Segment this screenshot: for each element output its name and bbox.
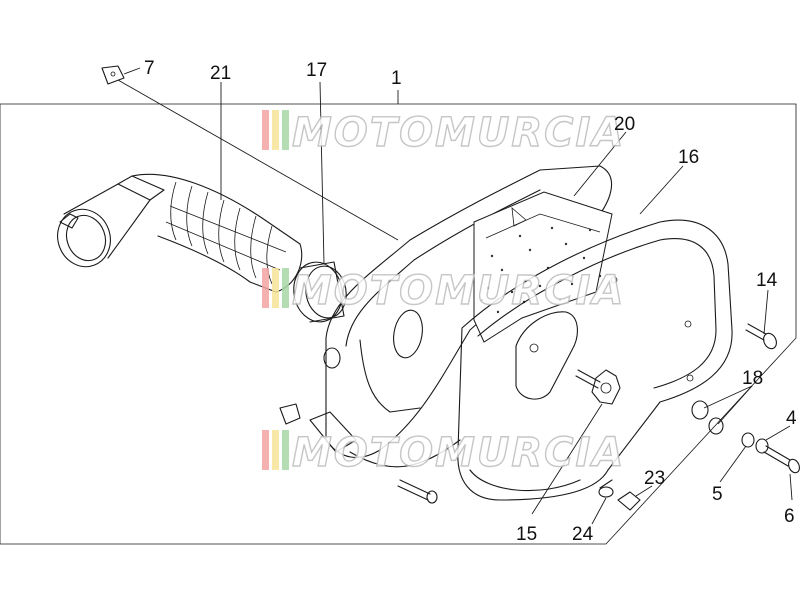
part-filter-foam: [473, 191, 613, 343]
callout-6: 6: [784, 506, 795, 527]
part-washers-and-bolt: [741, 432, 800, 474]
callout-labels: 7 21 17 1 20 16 14 18 4 23 5 6 15 24: [144, 58, 797, 545]
watermark-top: MOTOMURCIA: [262, 109, 625, 157]
callout-24: 24: [572, 524, 594, 545]
leader-lines: [117, 67, 793, 525]
watermark-text-middle: MOTOMURCIA: [292, 268, 625, 314]
part-knob-screw: [575, 369, 621, 405]
part-side-bolts: [279, 403, 438, 504]
part-clip-nut: [101, 65, 125, 85]
callout-18: 18: [742, 368, 763, 389]
callout-20: 20: [614, 114, 635, 135]
watermark-group: MOTOMURCIA MOTOMURCIA MOTOMURCIA: [262, 109, 625, 477]
callout-21: 21: [210, 63, 231, 84]
callout-23: 23: [644, 468, 665, 489]
watermark-middle: MOTOMURCIA: [262, 267, 625, 315]
watermark-bottom: MOTOMURCIA: [262, 429, 625, 477]
callout-5: 5: [712, 484, 723, 505]
callout-17: 17: [306, 60, 327, 81]
assembly-frame: [0, 103, 797, 545]
part-airbox-housing: [309, 165, 613, 468]
callout-1: 1: [391, 68, 402, 89]
part-sleeve: [293, 261, 347, 323]
part-screw-14: [745, 323, 777, 350]
part-hose-clamp: [598, 479, 614, 498]
part-airbox-cover: [457, 219, 733, 501]
callout-15: 15: [516, 524, 537, 545]
callout-14: 14: [756, 270, 778, 291]
part-intake-duct: [57, 173, 303, 293]
callout-16: 16: [678, 147, 699, 168]
callout-4: 4: [786, 408, 797, 429]
watermark-text-top: MOTOMURCIA: [292, 110, 625, 156]
part-drain-plug: [617, 491, 641, 511]
callout-7: 7: [144, 58, 155, 79]
part-grommets: [691, 400, 724, 435]
watermark-text-bottom: MOTOMURCIA: [292, 430, 625, 476]
